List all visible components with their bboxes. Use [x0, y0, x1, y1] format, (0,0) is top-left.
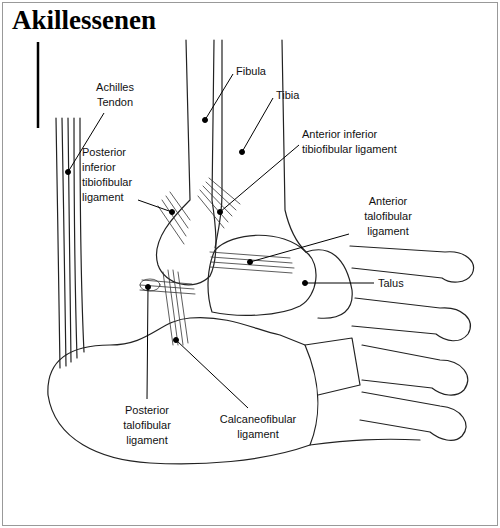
- part-label: Fibula: [236, 64, 266, 79]
- frame: [3, 3, 498, 526]
- leader-line: [305, 283, 374, 284]
- leader-dot: [66, 170, 71, 175]
- leader-dot: [303, 281, 308, 286]
- leader-line: [220, 145, 299, 212]
- navicular-bone: [306, 250, 352, 318]
- talus-bone: [208, 235, 316, 315]
- leader-dot: [174, 338, 179, 343]
- leader-dot: [240, 150, 245, 155]
- leader-dot: [170, 210, 175, 215]
- anterior-inferior-tibiofibular-ligament: [198, 178, 240, 228]
- anterior-talofibular-ligament: [210, 252, 294, 273]
- metatarsal-bone: [360, 392, 466, 440]
- part-label: Anterior inferior tibiofibular ligament: [302, 127, 420, 157]
- achilles-tendon: [56, 118, 84, 368]
- part-label: Calcaneofibular ligament: [212, 412, 304, 442]
- leader-line: [147, 287, 148, 399]
- part-label: Posterior inferior tibiofibular ligament: [82, 145, 148, 205]
- posterior-inferior-tibiofibular-ligament: [158, 192, 190, 244]
- leader-line: [205, 74, 233, 120]
- leader-line: [242, 98, 273, 152]
- metatarsal-bone: [352, 298, 470, 341]
- part-label: Achilles Tendon: [84, 80, 146, 110]
- title-rule: [37, 42, 40, 128]
- cuboid-bone: [305, 338, 360, 395]
- metatarsal-bone: [362, 345, 468, 395]
- leader-line: [176, 340, 248, 408]
- calcaneus-bone: [48, 318, 318, 464]
- fibula-bone: [156, 40, 215, 285]
- leader-line: [250, 234, 349, 262]
- tibia-bone: [215, 40, 306, 252]
- part-label: Posterior talofibular ligament: [110, 403, 184, 448]
- part-label: Anterior talofibular ligament: [352, 194, 424, 239]
- leader-dot: [203, 118, 208, 123]
- metatarsal-bone: [350, 246, 473, 282]
- sole-line: [310, 439, 420, 445]
- part-label: Tibia: [276, 88, 299, 103]
- leader-dot: [218, 210, 223, 215]
- calcaneofibular-ligament: [163, 270, 188, 345]
- diagram-title: Akillessenen: [12, 4, 156, 36]
- leader-dot: [248, 260, 253, 265]
- part-label: Talus: [378, 276, 404, 291]
- leader-dot: [146, 285, 151, 290]
- leader-line: [138, 200, 172, 212]
